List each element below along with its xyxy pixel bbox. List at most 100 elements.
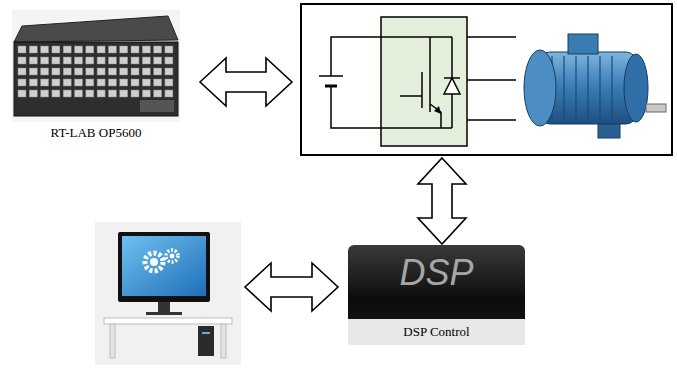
circuit-wires [331,86,381,128]
port [165,68,173,75]
port [63,79,71,86]
port [120,68,128,75]
port [142,46,150,53]
port [18,46,26,53]
port [75,68,83,75]
port [86,90,94,97]
inverter-symbol [434,106,441,114]
port [41,57,49,64]
port [108,79,116,86]
port [154,57,162,64]
port [142,79,150,86]
port [131,46,139,53]
circuit-wires [319,75,343,77]
motor-image [524,50,556,126]
dsp-controller: DSPDSP Control [348,245,525,345]
inverter-symbol [429,68,431,112]
port [18,68,26,75]
port [52,57,60,64]
motor-image [575,56,576,120]
inverter-symbol [381,36,452,38]
port [29,79,37,86]
port [142,90,150,97]
port [75,90,83,97]
port [97,46,105,53]
computer-icon [145,253,163,271]
circuit-wires [331,37,381,76]
port [154,79,162,86]
rtlab-device [12,10,180,122]
port [52,90,60,97]
computer-icon [118,232,210,302]
port [131,57,139,64]
port [108,57,116,64]
port [165,79,173,86]
port [120,57,128,64]
double-arrow [200,58,292,106]
port [29,90,37,97]
port [63,57,71,64]
port [154,46,162,53]
port [41,90,49,97]
inverter-symbol [467,37,516,120]
inverter-symbol [381,17,516,146]
inverter-symbol [467,36,516,38]
port [63,46,71,53]
motor-image [587,56,588,120]
motor-image [611,56,612,120]
port [18,90,26,97]
circuit-wires [325,85,337,88]
rtlab-device [14,16,178,42]
motor-image [552,56,612,120]
port [63,68,71,75]
port [108,68,116,75]
rtlab-device [14,42,178,116]
port [75,46,83,53]
port [41,79,49,86]
motor-image [568,34,598,54]
system-frame [301,4,672,155]
computer-icon [146,312,182,315]
inverter-symbol [421,72,423,108]
inverter-symbol [467,79,516,81]
inverter-symbol [440,112,442,128]
port [120,90,128,97]
port [142,68,150,75]
port [131,68,139,75]
port [86,46,94,53]
motor-image [516,20,656,145]
motor-image [516,20,666,145]
device-label: RT-LAB OP5600 [12,125,180,141]
inverter-symbol [429,37,431,68]
rtlab-device [140,100,174,112]
double-arrow [245,263,338,311]
motor-image [599,56,600,120]
inverter-symbol [467,119,516,121]
motor-image [624,54,648,122]
port [63,90,71,97]
port [41,68,49,75]
port [142,57,150,64]
port [52,68,60,75]
port [86,68,94,75]
computer-icon [202,332,210,334]
port [29,46,37,53]
port [29,68,37,75]
computer-icon [166,250,178,262]
port [165,90,173,97]
port [52,79,60,86]
computer-icon [221,324,226,358]
port [41,46,49,53]
computer-icon [95,222,241,365]
motor-image [563,56,564,120]
inverter-symbol [381,17,467,146]
port [131,90,139,97]
inverter-symbol [400,95,422,97]
device-ports [18,46,173,97]
computer-icon [150,258,158,266]
motor-image [598,124,620,138]
port [120,46,128,53]
port [75,57,83,64]
inverter-symbol [381,37,460,128]
port [97,90,105,97]
